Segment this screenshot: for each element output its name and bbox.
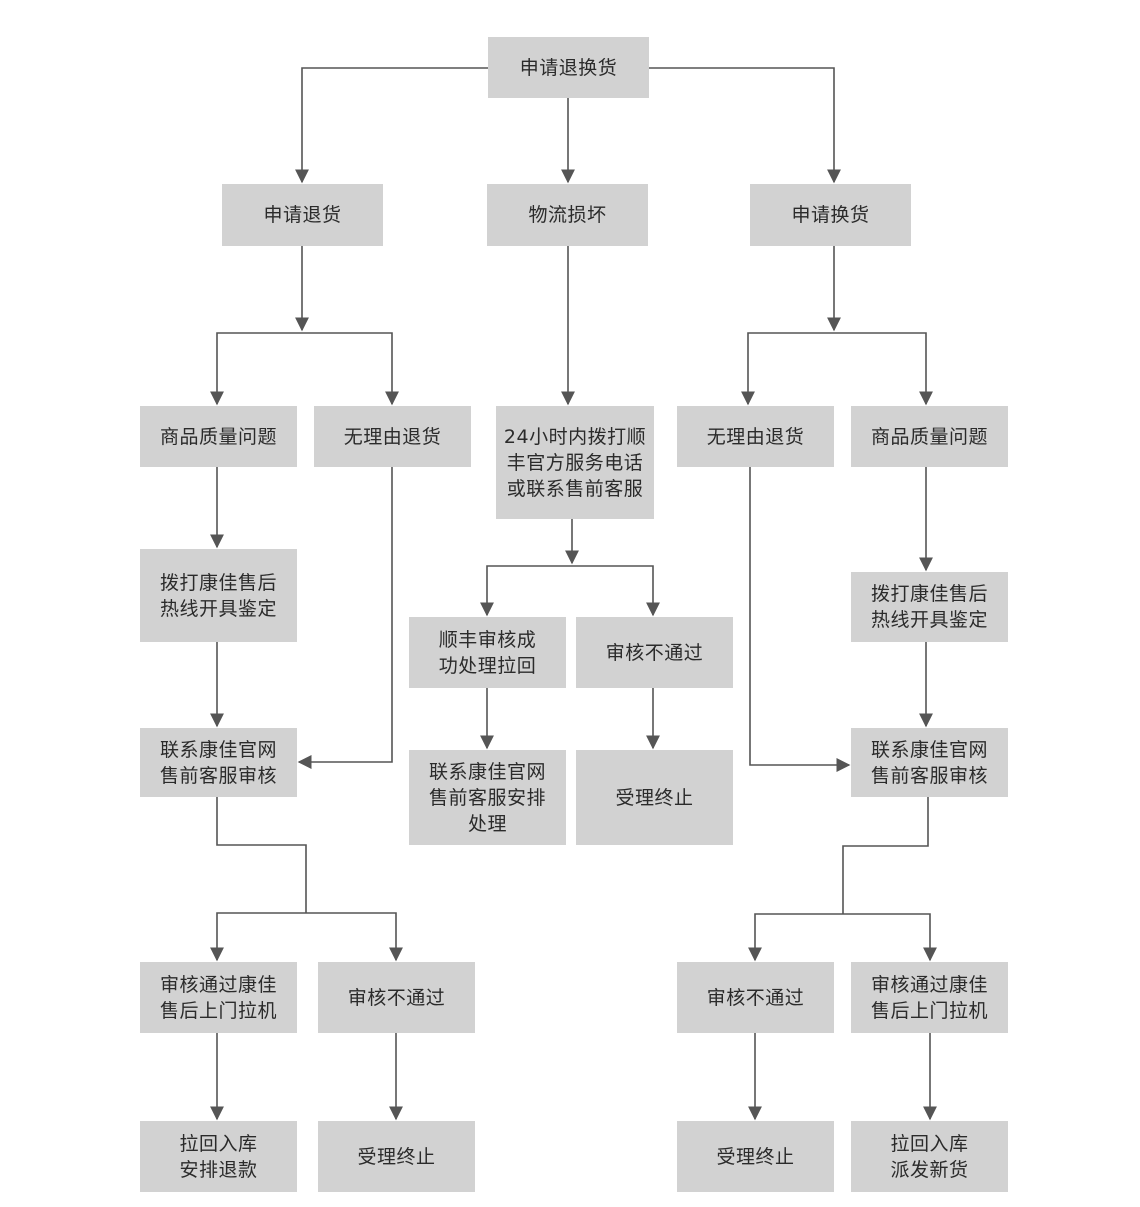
node-right-presale-review: 联系康佳官网 售前客服审核 — [851, 728, 1008, 797]
node-logistics-damage: 物流损坏 — [487, 184, 648, 246]
node-center-review-failed: 审核不通过 — [576, 617, 733, 688]
edge-return-split-to-noreason — [302, 332, 399, 406]
edge-left-review-to-split — [216, 797, 307, 913]
edge-right-review-to-split — [842, 797, 929, 914]
node-right-no-reason-return: 无理由退货 — [677, 406, 834, 467]
edge-right-noreason-to-review — [749, 467, 851, 772]
node-center-call-sf: 24小时内拨打顺 丰官方服务电话 或联系售前客服 — [496, 406, 654, 519]
node-right-review-failed: 审核不通过 — [677, 962, 834, 1033]
edge-call-split-to-success — [480, 565, 572, 617]
node-root-return-exchange: 申请退换货 — [488, 37, 649, 98]
node-left-refund: 拉回入库 安排退款 — [140, 1121, 297, 1192]
node-left-no-reason-return: 无理由退货 — [314, 406, 471, 467]
node-left-review-failed: 审核不通过 — [318, 962, 475, 1033]
edge-right-split-to-pass — [843, 913, 937, 962]
edge-right-split-to-fail — [748, 913, 843, 962]
node-left-presale-review: 联系康佳官网 售前客服审核 — [140, 728, 297, 797]
node-right-new-goods: 拉回入库 派发新货 — [851, 1121, 1008, 1192]
node-center-sf-approved: 顺丰审核成 功处理拉回 — [409, 617, 566, 688]
edge-root-to-exchange — [648, 67, 841, 184]
edge-call-split-to-fail — [572, 565, 660, 617]
node-center-terminated: 受理终止 — [576, 750, 733, 845]
edge-left-split-to-pass — [210, 912, 306, 962]
node-right-hotline-appraisal: 拨打康佳售后 热线开具鉴定 — [851, 572, 1008, 642]
node-right-quality-issue: 商品质量问题 — [851, 406, 1008, 467]
node-left-review-passed: 审核通过康佳 售后上门拉机 — [140, 962, 297, 1033]
edge-exchange-split-to-quality — [834, 332, 933, 406]
node-exchange-apply: 申请换货 — [750, 184, 911, 246]
edge-return-split-to-quality — [210, 332, 302, 406]
node-right-terminated: 受理终止 — [677, 1121, 834, 1192]
edge-left-split-to-fail — [306, 912, 403, 962]
node-left-quality-issue: 商品质量问题 — [140, 406, 297, 467]
edge-root-to-return — [295, 67, 488, 184]
node-right-review-passed: 审核通过康佳 售后上门拉机 — [851, 962, 1008, 1033]
node-left-hotline-appraisal: 拨打康佳售后 热线开具鉴定 — [140, 549, 297, 642]
node-return-apply: 申请退货 — [222, 184, 383, 246]
node-center-presale-arrange: 联系康佳官网 售前客服安排 处理 — [409, 750, 566, 845]
edge-left-noreason-to-review — [297, 467, 393, 769]
node-left-terminated: 受理终止 — [318, 1121, 475, 1192]
edge-exchange-split-to-noreason — [741, 332, 834, 406]
